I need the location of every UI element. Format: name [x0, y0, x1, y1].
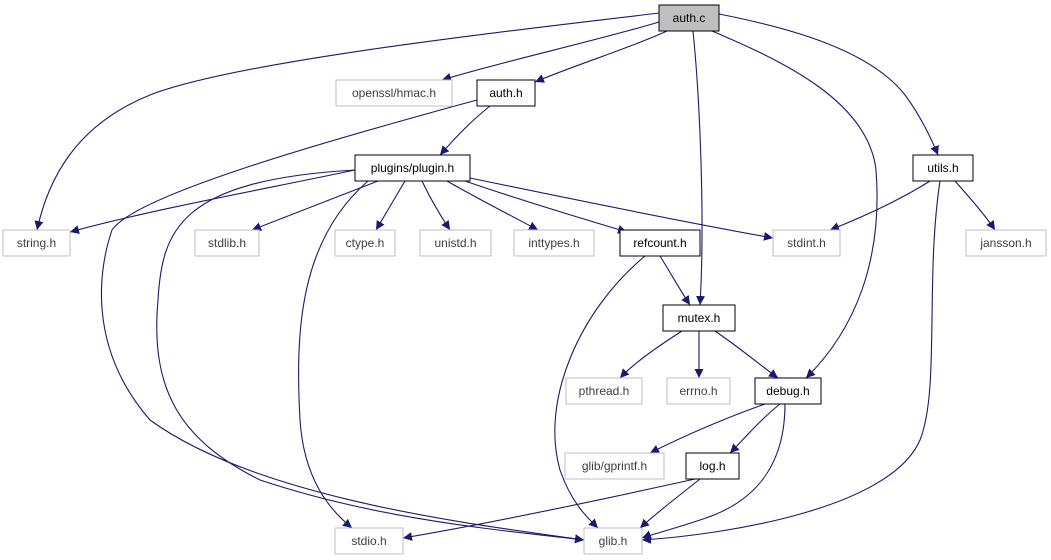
node-box — [666, 377, 731, 405]
node-auth-h[interactable]: auth.h — [476, 79, 536, 107]
edge-debug_h-to-glib_h — [641, 403, 786, 540]
edge-plugins_plugin_h-to-stdlib_h — [251, 180, 379, 231]
node-box — [772, 229, 841, 257]
node-box — [2, 229, 71, 257]
node-pthread-h: pthread.h — [565, 377, 643, 405]
edge-mutex_h-to-debug_h — [714, 330, 779, 379]
edge-log_h-to-stdio_h — [402, 478, 696, 541]
edge-plugins_plugin_h-to-inttypes_h — [446, 180, 539, 231]
node-mutex-h[interactable]: mutex.h — [662, 304, 736, 332]
edge-log_h-to-glib_h — [639, 478, 701, 529]
edge-auth_c-to-debug_h — [711, 30, 878, 379]
edge-refcount_h-to-glib_h — [554, 255, 646, 529]
node-string-h: string.h — [2, 229, 71, 257]
node-debug-h[interactable]: debug.h — [754, 377, 822, 405]
node-plugins-plugin-h[interactable]: plugins/plugin.h — [354, 154, 471, 182]
edge-debug_h-to-log_h — [729, 403, 781, 454]
edge-mutex_h-to-pthread_h — [619, 330, 683, 379]
node-box — [912, 154, 974, 182]
edge-utils_h-to-glib_h — [641, 180, 941, 544]
node-box — [564, 452, 665, 480]
node-label: auth.c — [673, 11, 706, 25]
node-label: glib.h — [599, 534, 628, 548]
node-label: unistd.h — [434, 236, 476, 250]
node-box — [658, 4, 720, 32]
edge-plugins_plugin_h-to-refcount_h — [464, 180, 628, 234]
edge-auth_h-to-glib_h — [100, 99, 585, 544]
node-ctype-h: ctype.h — [334, 229, 396, 257]
nodes-layer: auth.c openssl/hmac.h auth.h plugins/plugin… — [2, 4, 1047, 555]
node-openssl-hmac-h: openssl/hmac.h — [335, 79, 453, 107]
edges-layer — [34, 12, 996, 544]
node-box — [583, 527, 643, 555]
edge-auth_h-to-plugins_plugin_h — [439, 105, 491, 156]
node-label: jansson.h — [979, 236, 1031, 250]
edge-plugins_plugin_h-to-ctype_h — [375, 180, 406, 231]
edge-refcount_h-to-mutex_h — [659, 255, 691, 306]
node-box — [513, 229, 595, 257]
node-label: refcount.h — [633, 236, 686, 250]
node-label: stdint.h — [787, 236, 826, 250]
node-inttypes-h: inttypes.h — [513, 229, 595, 257]
edge-utils_h-to-jansson_h — [954, 180, 996, 231]
node-box — [334, 229, 396, 257]
node-box — [419, 229, 492, 257]
node-glib-gprintf-h: glib/gprintf.h — [564, 452, 665, 480]
node-stdint-h: stdint.h — [772, 229, 841, 257]
edge-debug_h-to-glib_gprintf_h — [649, 403, 766, 454]
node-label: openssl/hmac.h — [352, 86, 436, 100]
node-box — [662, 304, 736, 332]
node-utils-h[interactable]: utils.h — [912, 154, 974, 182]
node-label: mutex.h — [678, 311, 721, 325]
edge-auth_c-to-string_h — [34, 12, 660, 231]
node-glib-h: glib.h — [583, 527, 643, 555]
node-label: debug.h — [766, 384, 809, 398]
node-refcount-h[interactable]: refcount.h — [619, 229, 701, 257]
node-label: stdlib.h — [208, 236, 246, 250]
node-label: log.h — [699, 459, 725, 473]
node-log-h[interactable]: log.h — [685, 452, 740, 480]
node-label: utils.h — [927, 161, 958, 175]
edge-plugins_plugin_h-to-glib_h — [156, 169, 585, 544]
node-box — [685, 452, 740, 480]
edge-plugins_plugin_h-to-string_h — [69, 169, 356, 234]
node-label: plugins/plugin.h — [371, 161, 454, 175]
edge-auth_c-to-utils_h — [718, 13, 939, 156]
node-label: stdio.h — [351, 534, 386, 548]
node-box — [965, 229, 1047, 257]
node-box — [335, 79, 453, 107]
edge-auth_c-to-auth_h — [534, 30, 668, 83]
node-label: pthread.h — [579, 384, 630, 398]
edge-auth_c-to-mutex_h — [692, 30, 706, 306]
node-label: auth.h — [489, 86, 522, 100]
edge-auth_c-to-openssl_hmac_h — [441, 21, 660, 82]
node-label: ctype.h — [346, 236, 385, 250]
node-box — [476, 79, 536, 107]
edge-plugins_plugin_h-to-stdio_h — [298, 180, 369, 529]
node-unistd-h: unistd.h — [419, 229, 492, 257]
node-errno-h: errno.h — [666, 377, 731, 405]
edge-plugins_plugin_h-to-unistd_h — [421, 180, 451, 231]
node-box — [194, 229, 260, 257]
node-auth-c[interactable]: auth.c — [658, 4, 720, 32]
node-label: string.h — [17, 236, 56, 250]
node-stdlib-h: stdlib.h — [194, 229, 260, 257]
node-jansson-h: jansson.h — [965, 229, 1047, 257]
node-box — [619, 229, 701, 257]
node-box — [754, 377, 822, 405]
node-stdio-h: stdio.h — [334, 527, 404, 555]
node-box — [334, 527, 404, 555]
node-box — [354, 154, 471, 182]
node-box — [565, 377, 643, 405]
node-label: glib/gprintf.h — [582, 459, 647, 473]
edge-plugins_plugin_h-to-stdint_h — [469, 177, 774, 241]
node-label: inttypes.h — [528, 236, 579, 250]
edge-utils_h-to-stdint_h — [829, 180, 931, 231]
node-label: errno.h — [679, 384, 717, 398]
